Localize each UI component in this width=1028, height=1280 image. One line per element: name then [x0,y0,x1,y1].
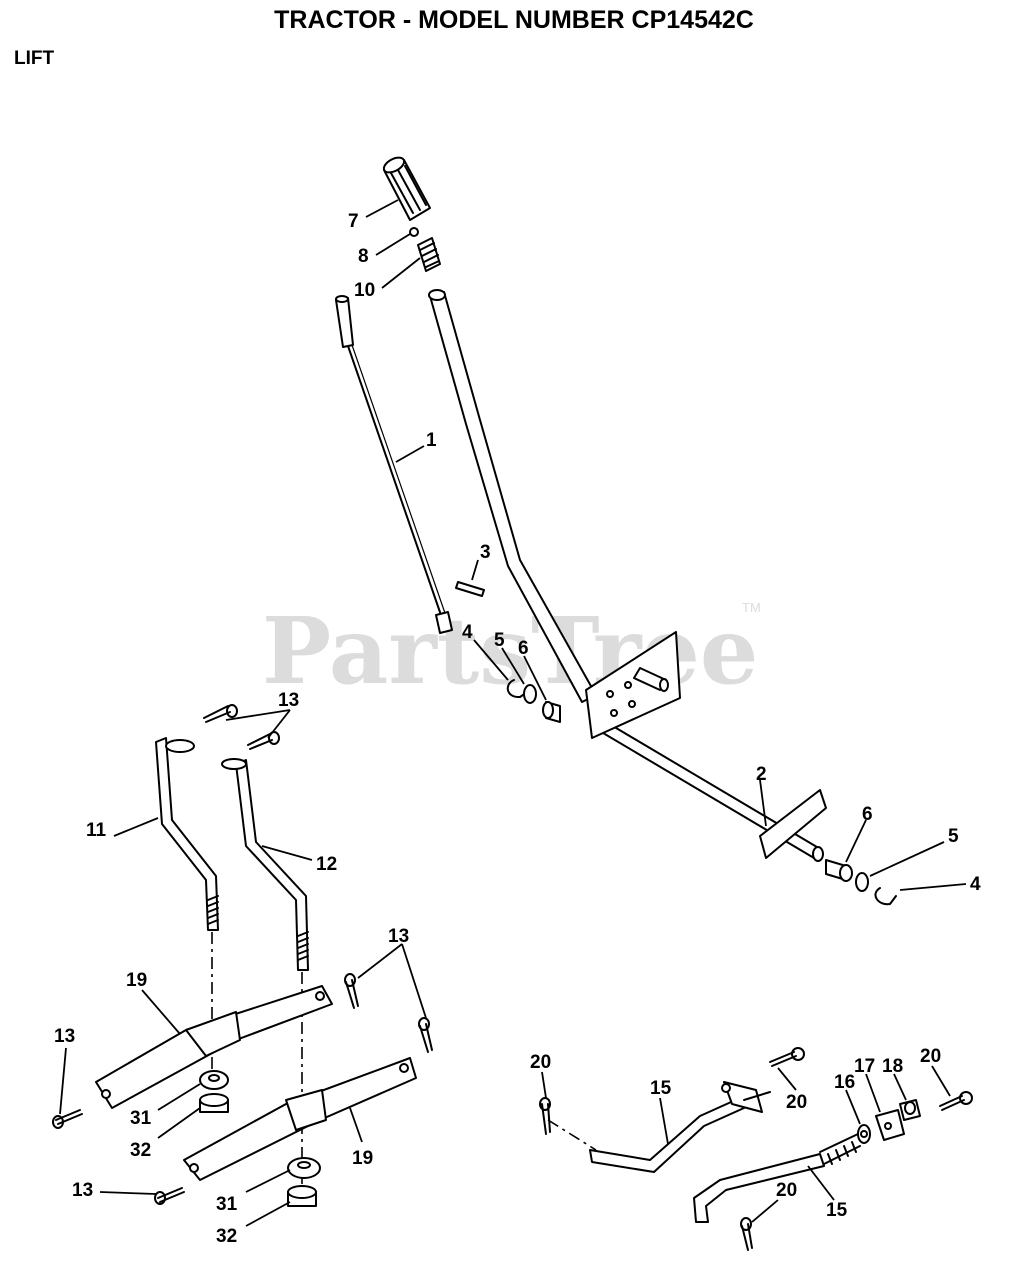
callout-20-top: 20 [786,1092,807,1113]
centerline-link-15 [547,1119,597,1151]
part-13-hairpin-top-1 [203,704,238,723]
part-4-clip-right [874,887,897,906]
callout-19-lower: 19 [352,1148,373,1169]
callout-5: 5 [494,630,505,651]
part-15-link-lower [693,1133,861,1223]
part-19-lift-arm-lower [183,1057,417,1181]
callout-16: 16 [834,1072,855,1093]
watermark-trademark: TM [742,600,761,615]
leader-lines [59,199,967,1227]
callout-31-upper: 31 [130,1108,152,1129]
callout-20-bottom: 20 [776,1180,797,1201]
callout-17: 17 [854,1056,875,1077]
callout-18: 18 [882,1056,903,1077]
part-15-link-upper [589,1081,771,1173]
part-13-hairpin-bottom [154,1187,185,1205]
callout-12: 12 [316,854,337,875]
part-11-lift-link [155,737,219,931]
callout-6-right: 6 [862,804,873,825]
part-10-spring [417,237,441,272]
part-19-lift-arm-upper [95,985,333,1109]
callout-10: 10 [354,280,375,301]
callout-15-upper: 15 [650,1078,672,1099]
part-5-washer-left [523,684,537,704]
part-20-hairpin-right [939,1091,973,1111]
callout-4: 4 [462,622,473,643]
callout-20-right: 20 [920,1046,941,1067]
callout-8: 8 [358,246,369,267]
part-3-pin [455,581,485,597]
part-13-hairpin-right-2 [418,1017,433,1053]
callout-13-right: 13 [388,926,409,947]
callout-13-left: 13 [54,1026,75,1047]
part-16-nut [857,1124,871,1144]
part-20-hairpin-bottom [740,1217,753,1251]
part-12-lift-link [221,758,309,971]
part-32-nut-upper [199,1093,229,1113]
callout-2: 2 [756,764,767,785]
part-6-bushing-left [542,701,561,723]
callout-32-lower: 32 [216,1226,237,1247]
part-13-hairpin-left-bottom [52,1109,83,1129]
part-20-hairpin-left [539,1097,551,1135]
callout-13-bottom: 13 [72,1180,93,1201]
part-1-lift-rod [335,295,453,634]
callout-4-right: 4 [970,874,981,895]
part-13-hairpin-right-1 [344,973,359,1009]
part-7-handle-grip [382,156,431,221]
callout-7: 7 [348,211,359,232]
section-label: LIFT [14,48,55,69]
callout-19-upper: 19 [126,970,147,991]
part-18-adjuster [899,1099,921,1121]
part-31-bushing-upper [199,1070,229,1090]
part-31-bushing-lower [287,1157,321,1179]
callout-3: 3 [480,542,491,563]
part-17-trunnion [875,1109,905,1141]
part-13-hairpin-top-2 [247,731,280,750]
part-20-hairpin-top [769,1047,805,1067]
callout-1: 1 [426,430,437,451]
part-5-washer-right [855,872,869,892]
callout-13-top: 13 [278,690,299,711]
part-32-nut-lower [287,1185,317,1207]
watermark-text: PartsTree [262,597,758,705]
part-8-ball [409,227,419,237]
part-6-bushing-right [825,859,853,882]
callout-32-upper: 32 [130,1140,151,1161]
callout-20-left: 20 [530,1052,551,1073]
callout-11: 11 [86,820,107,841]
part-4-clip-left [506,679,531,699]
callout-31-lower: 31 [216,1194,238,1215]
callout-6: 6 [518,638,529,659]
page-title: TRACTOR - MODEL NUMBER CP14542C [274,6,754,34]
callout-5-right: 5 [948,826,959,847]
callout-15-lower: 15 [826,1200,848,1221]
